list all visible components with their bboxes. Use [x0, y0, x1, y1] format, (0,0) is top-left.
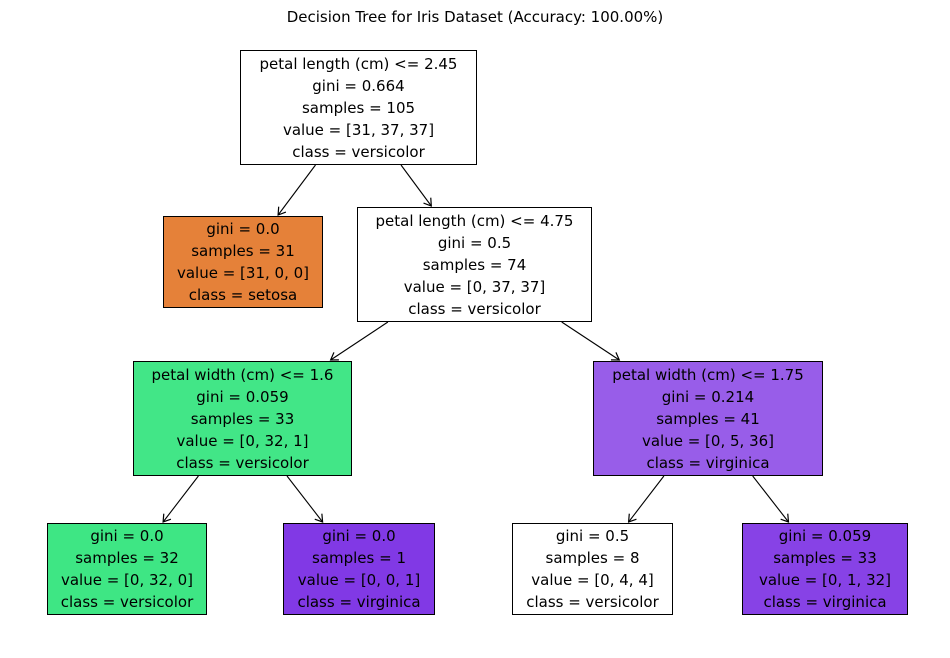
node-text-line: samples = 32: [75, 549, 179, 567]
node-text-line: petal length (cm) <= 4.75: [375, 211, 574, 230]
node-text-line: samples = 1: [312, 549, 406, 567]
node-text-line: class = versicolor: [292, 142, 425, 161]
node-text-line: value = [0, 1, 32]: [758, 571, 892, 589]
node-text-line: gini = 0.5: [555, 527, 630, 545]
node-text-line: class = versicolor: [408, 299, 541, 318]
node-text-line: gini = 0.059: [778, 527, 872, 545]
node-text-line: samples = 31: [191, 242, 295, 260]
node-text-line: value = [31, 37, 37]: [282, 120, 435, 139]
tree-node-split-petal-width-16: petal width (cm) <= 1.6 gini = 0.059 sampl…: [133, 361, 352, 476]
node-text-line: class = virginica: [646, 453, 770, 472]
node-text-line: value = [0, 37, 37]: [403, 277, 546, 296]
node-text-line: gini = 0.0: [322, 527, 396, 545]
node-text-line: gini = 0.664: [312, 76, 405, 95]
node-text-line: class = versicolor: [60, 593, 194, 611]
node-text-line: class = versicolor: [526, 593, 659, 611]
tree-node-split-petal-length-475: petal length (cm) <= 4.75 gini = 0.5 sampl…: [357, 207, 592, 322]
tree-edge: [329, 321, 389, 361]
tree-edge: [752, 475, 790, 523]
tree-edge: [162, 475, 199, 523]
node-text-line: gini = 0.0: [90, 527, 164, 545]
node-text-line: petal length (cm) <= 2.45: [259, 54, 458, 73]
node-text-line: value = [0, 32, 1]: [176, 431, 309, 450]
node-text-line: samples = 33: [190, 409, 295, 428]
node-text-line: gini = 0.5: [437, 233, 512, 252]
tree-edge: [400, 164, 432, 207]
node-text-line: samples = 41: [656, 409, 760, 428]
node-text-line: petal width (cm) <= 1.75: [612, 365, 804, 384]
node-text-line: value = [31, 0, 0]: [176, 264, 310, 282]
node-text-line: value = [0, 0, 1]: [297, 571, 421, 589]
tree-edge: [286, 475, 324, 523]
node-text-line: samples = 105: [301, 98, 416, 117]
node-text-line: samples = 8: [545, 549, 640, 567]
tree-edge: [627, 475, 665, 523]
node-text-line: class = virginica: [297, 593, 421, 611]
node-text-line: value = [0, 32, 0]: [60, 571, 194, 589]
node-text-line: class = virginica: [763, 593, 887, 611]
tree-leaf-virginica-strong: gini = 0.059 samples = 33 value = [0, 1, 3…: [742, 523, 908, 615]
tree-node-split-petal-width-175: petal width (cm) <= 1.75 gini = 0.214 samp…: [593, 361, 823, 476]
node-text-line: class = versicolor: [176, 453, 309, 472]
node-text-line: class = setosa: [188, 286, 298, 304]
tree-edge: [561, 321, 621, 361]
tree-leaf-versicolor-pure: gini = 0.0 samples = 32 value = [0, 32, 0]…: [47, 523, 207, 615]
node-text-line: value = [0, 5, 36]: [641, 431, 775, 450]
node-text-line: samples = 74: [422, 255, 527, 274]
tree-edge: [277, 164, 316, 216]
node-text-line: gini = 0.0: [206, 220, 280, 238]
tree-leaf-virginica-single: gini = 0.0 samples = 1 value = [0, 0, 1] cl…: [283, 523, 435, 615]
node-text-line: petal width (cm) <= 1.6: [151, 365, 334, 384]
node-text-line: value = [0, 4, 4]: [531, 571, 654, 589]
tree-leaf-versicolor-mixed: gini = 0.5 samples = 8 value = [0, 4, 4] cl…: [512, 523, 673, 615]
tree-leaf-setosa: gini = 0.0 samples = 31 value = [31, 0, 0]…: [163, 216, 323, 308]
tree-node-root: petal length (cm) <= 2.45 gini = 0.664 sam…: [240, 50, 477, 165]
figure-title: Decision Tree for Iris Dataset (Accuracy…: [286, 8, 664, 26]
node-text-line: gini = 0.214: [661, 387, 755, 406]
node-text-line: samples = 33: [773, 549, 877, 567]
node-text-line: gini = 0.059: [196, 387, 289, 406]
